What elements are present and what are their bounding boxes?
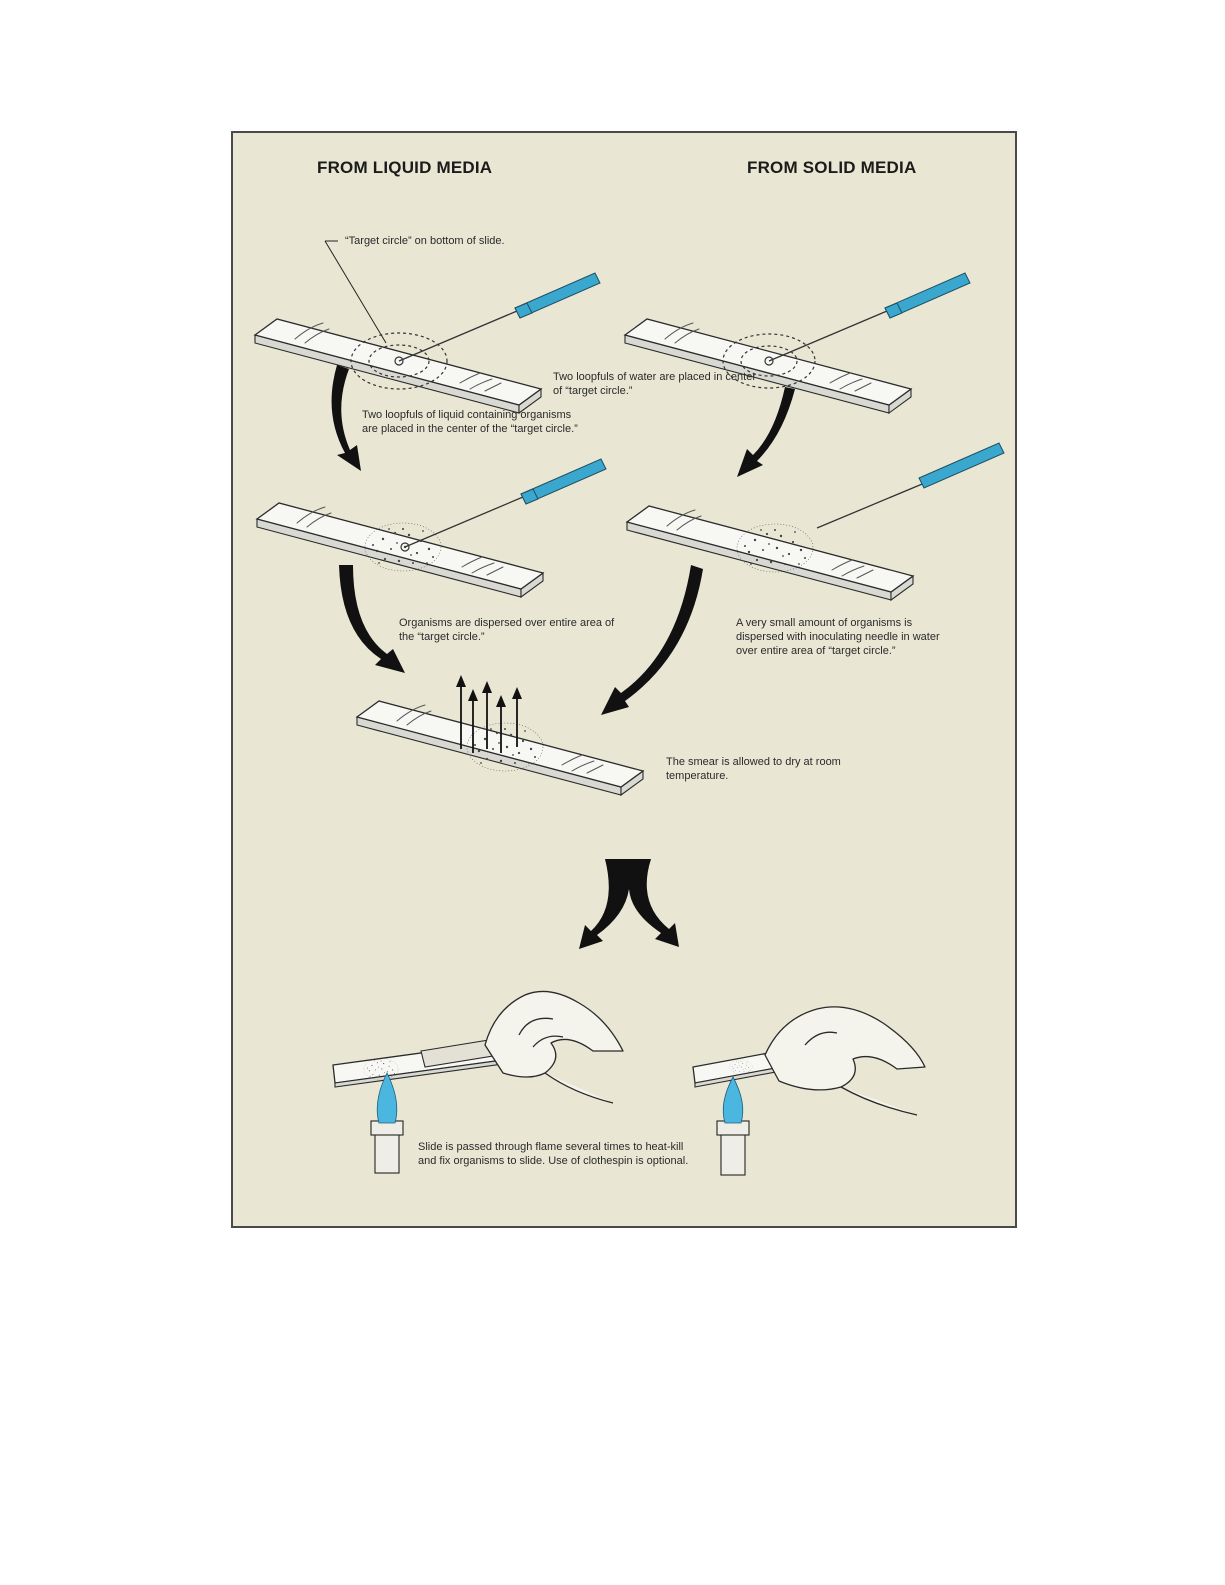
slide-drying [356, 675, 644, 796]
slide-solid-target-circle [624, 272, 971, 414]
heading-solid-media: FROM SOLID MEDIA [747, 158, 917, 177]
caption-liquid-loopfuls: Two loopfuls of liquid containing organi… [362, 409, 578, 435]
caption-heat-fix: Slide is passed through flame several ti… [418, 1141, 689, 1167]
caption-solid-dispersed: A very small amount of organisms is disp… [736, 617, 940, 657]
illustration [254, 240, 1005, 1176]
smear-preparation-figure: FROM LIQUID MEDIA FROM SOLID MEDIA “Targ… [231, 131, 1017, 1228]
arrow-liquid-step-1 [331, 365, 361, 471]
target-circle-leader [324, 240, 387, 344]
slide-liquid-target-circle [254, 272, 601, 414]
arrow-solid-step-2 [601, 565, 703, 715]
arrow-liquid-step-2 [339, 565, 405, 673]
slide-liquid-organisms [256, 458, 607, 598]
arrow-split [579, 859, 679, 949]
caption-dry: The smear is allowed to dry at room temp… [666, 756, 841, 782]
caption-water-loopfuls: Two loopfuls of water are placed in cent… [553, 371, 757, 397]
heat-fix-with-clothespin [332, 990, 624, 1174]
heat-fix-by-hand [692, 1006, 926, 1176]
heading-liquid-media: FROM LIQUID MEDIA [317, 158, 493, 177]
caption-target-circle: “Target circle” on bottom of slide. [345, 235, 505, 247]
arrow-solid-step-1 [737, 387, 795, 477]
caption-liquid-dispersed: Organisms are dispersed over entire area… [399, 617, 615, 643]
slide-solid-organisms [626, 442, 1005, 601]
